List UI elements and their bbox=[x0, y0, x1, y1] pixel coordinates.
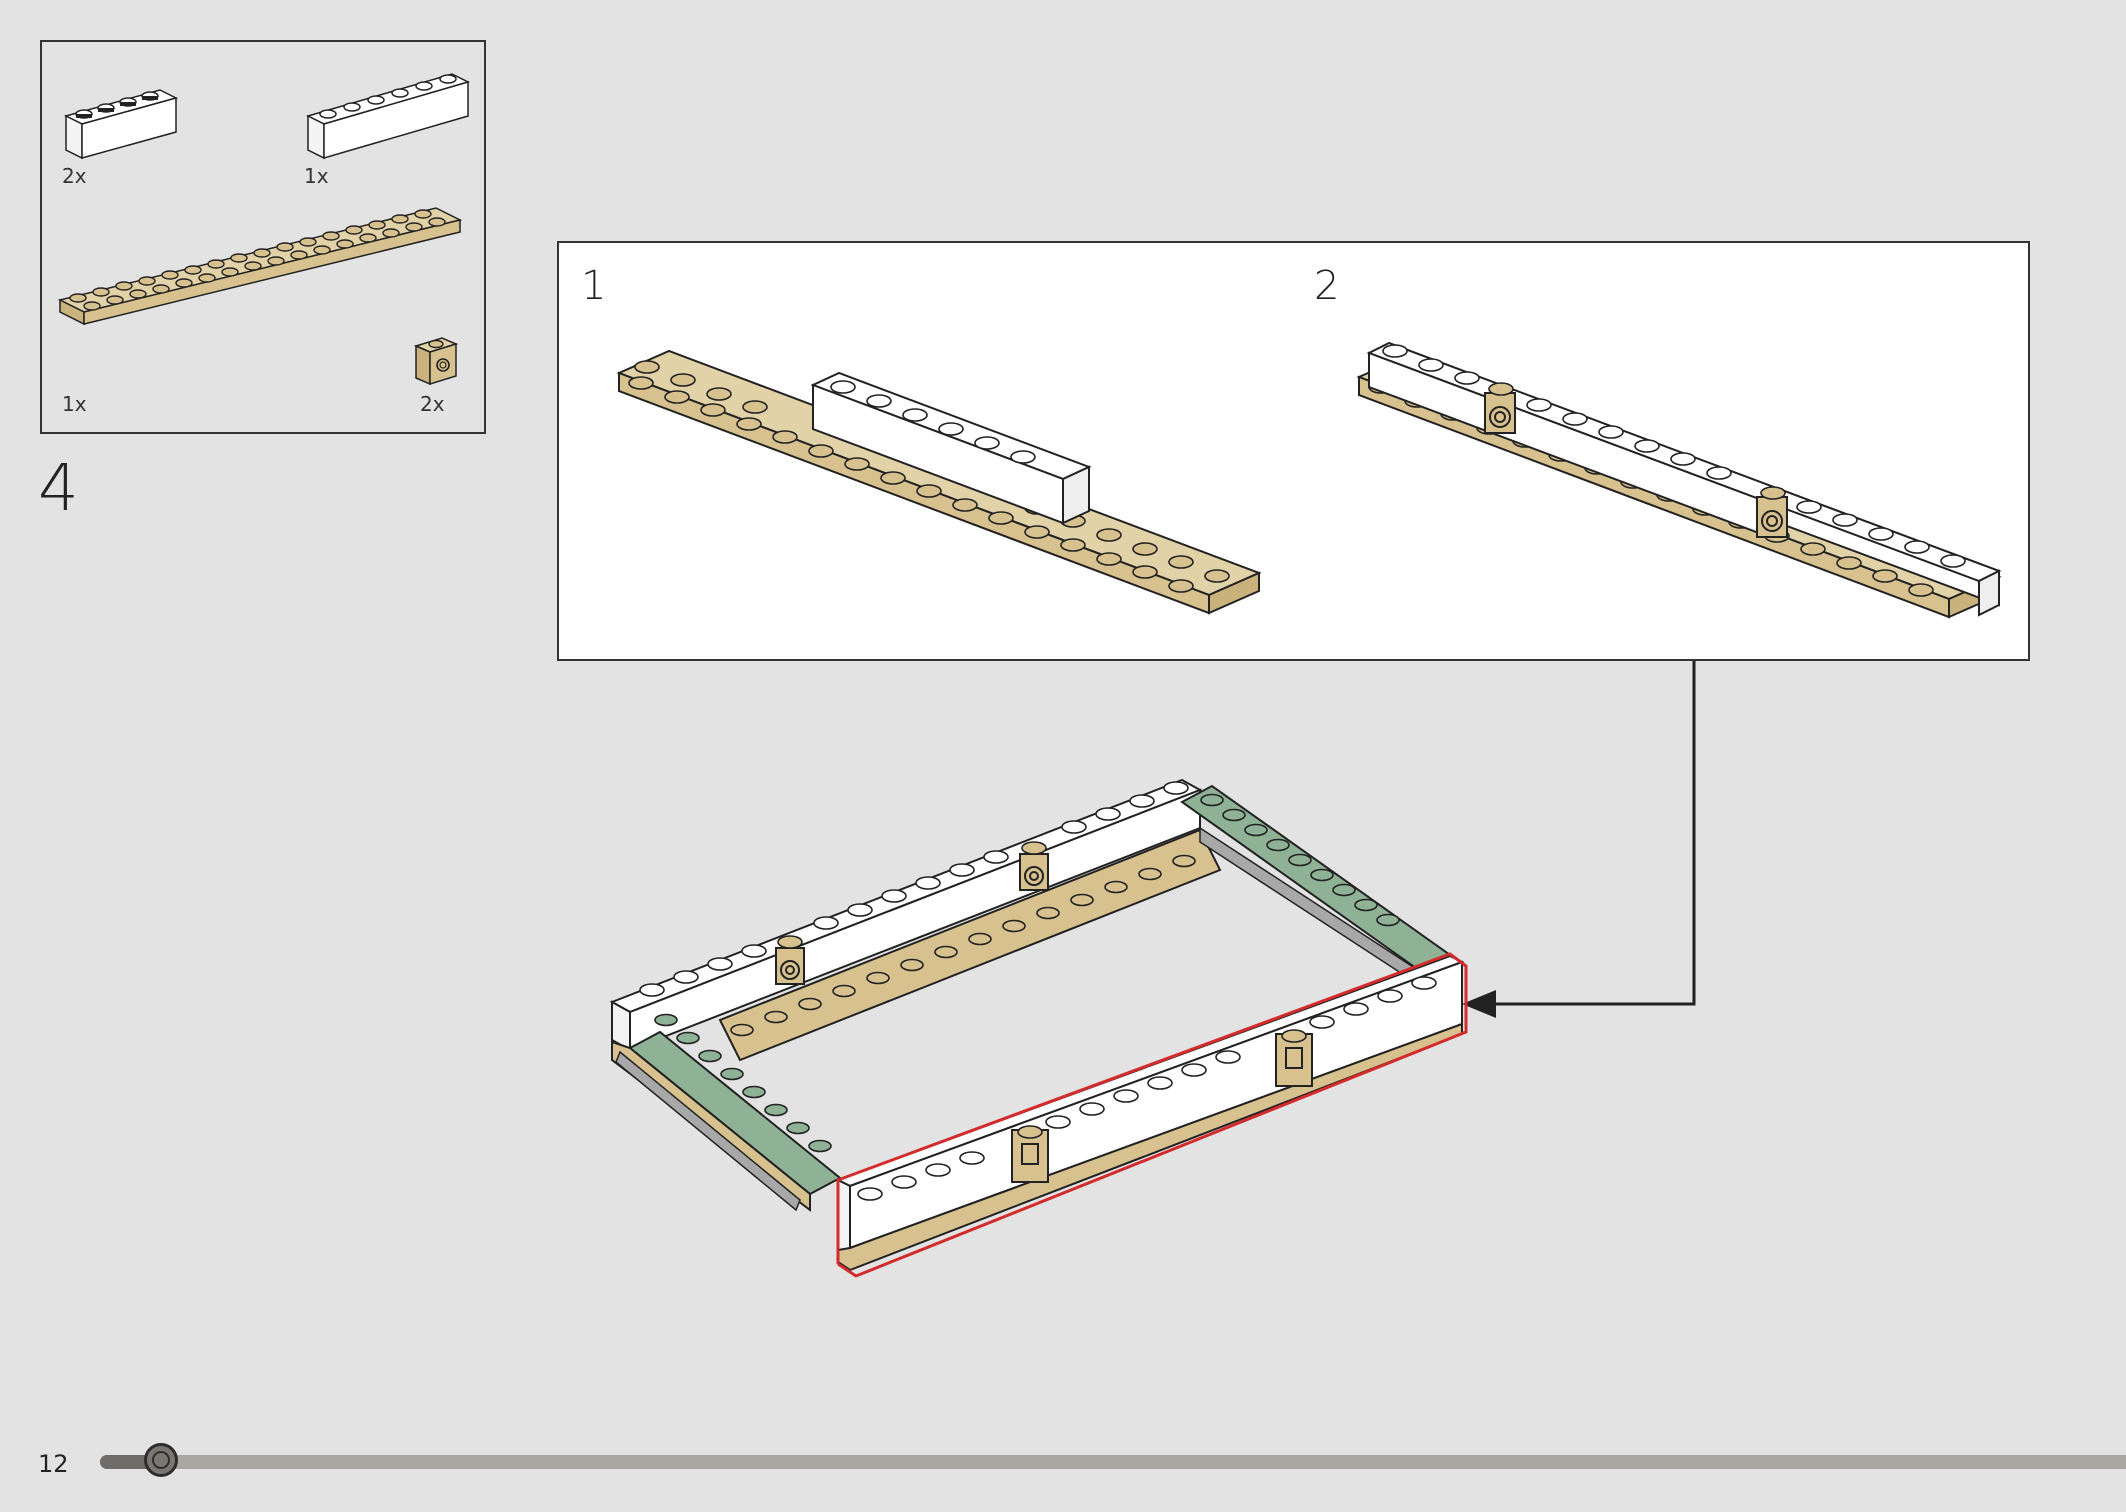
white-brick-1x4-image bbox=[63, 89, 179, 160]
substep-2-illustration bbox=[1356, 341, 2002, 619]
page-number: 12 bbox=[38, 1450, 69, 1478]
substep-number-1: 1 bbox=[581, 263, 607, 309]
main-build-illustration bbox=[609, 778, 1468, 1278]
quantity-tan-plate-2x16: 1x bbox=[62, 392, 87, 416]
progress-knob[interactable] bbox=[144, 1443, 178, 1477]
substeps-panel: 1 2 bbox=[557, 241, 2030, 661]
quantity-tan-brick-side-stud: 2x bbox=[420, 392, 445, 416]
quantity-white-brick-1x4: 2x bbox=[62, 164, 87, 188]
white-brick-1x6-image bbox=[305, 73, 471, 160]
step-number: 4 bbox=[38, 452, 79, 526]
progress-track bbox=[100, 1455, 2126, 1469]
tan-plate-2x16-image bbox=[57, 207, 463, 326]
substep-1-illustration bbox=[616, 349, 1262, 615]
parts-list: 2x 1x 1x 2x bbox=[40, 40, 486, 434]
tan-brick-side-stud-image bbox=[413, 337, 459, 386]
quantity-white-brick-1x6: 1x bbox=[304, 164, 329, 188]
substep-number-2: 2 bbox=[1314, 263, 1340, 309]
